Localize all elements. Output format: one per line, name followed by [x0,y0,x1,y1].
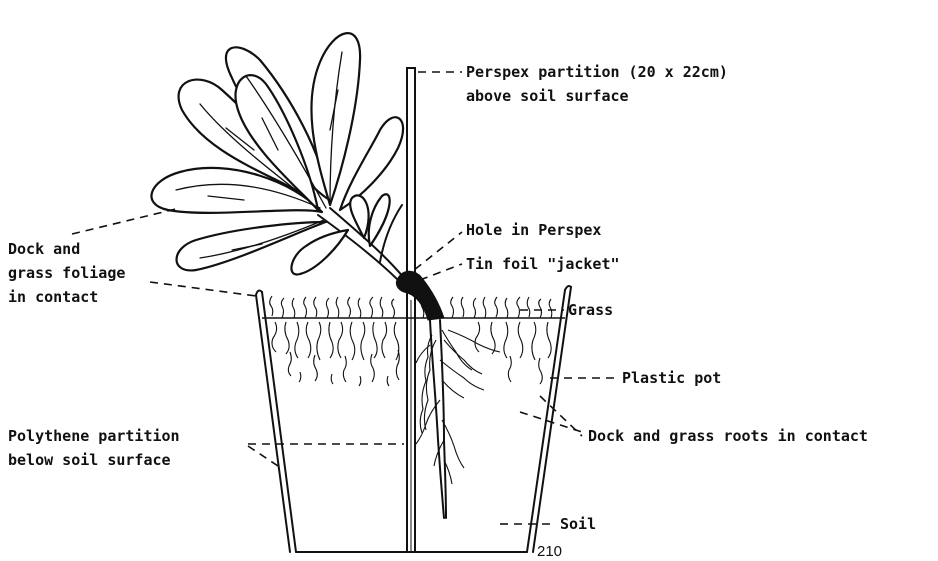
label-dock-foliage-line3: in contact [8,288,98,306]
page-number: 210 [537,543,562,560]
label-tin-foil-jacket: Tin foil "jacket" [466,255,620,273]
label-polythene-partition-line2: below soil surface [8,451,171,469]
label-grass: Grass [568,301,613,319]
label-dock-foliage-line2: grass foliage [8,264,125,282]
label-polythene-partition: Polythene partition [8,427,180,445]
label-soil: Soil [560,515,596,533]
dock-plant [151,33,404,282]
label-plastic-pot: Plastic pot [622,369,721,387]
label-perspex-partition: Perspex partition (20 x 22cm) [466,63,728,81]
label-perspex-partition-line2: above soil surface [466,87,629,105]
label-roots-in-contact: Dock and grass roots in contact [588,427,868,445]
label-hole-in-perspex: Hole in Perspex [466,221,601,239]
dock-roots [416,320,500,518]
label-dock-foliage: Dock and [8,240,80,258]
partition [407,68,415,552]
